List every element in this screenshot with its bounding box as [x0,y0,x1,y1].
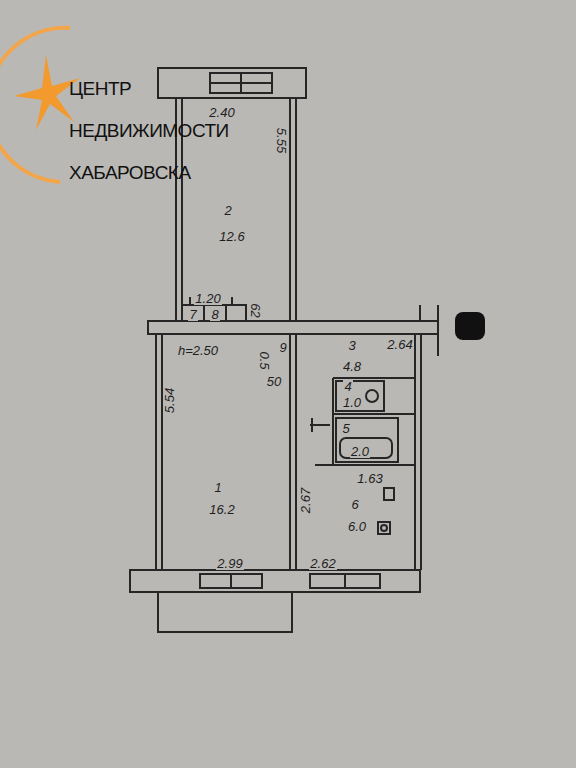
dimension-label: 62 [249,302,262,318]
dimension-label: 2.62 [309,557,336,570]
dimension-label: 9 [278,341,287,354]
dimension-label: 2.64 [386,338,413,351]
dimension-label: 8 [210,308,219,321]
dimension-label: 2.0 [350,445,370,458]
dimension-label: 7 [188,308,197,321]
dimension-label: 1.63 [356,472,383,485]
logo-text: ХАБАРОВСКА [68,163,192,182]
walls [130,68,438,632]
dimension-label: 16.2 [208,503,235,516]
dimension-label: 50 [266,375,282,388]
dimension-label: 5 [341,422,350,435]
dimension-label: 12.6 [218,230,245,243]
dimension-label: 5.54 [164,386,177,413]
redaction-blob [455,312,485,340]
dimension-label: 1 [213,481,222,494]
logo-text: ЦЕНТР [68,79,132,98]
dimension-label: 6.0 [347,520,367,533]
dimension-label: 2.40 [208,106,235,119]
dimension-label: 2 [223,204,232,217]
dimension-label: 0.5 [257,350,270,370]
dimension-label: 2.99 [216,557,243,570]
dimension-label: 5.55 [276,126,289,153]
dimension-label: 1.20 [194,292,221,305]
dimension-label: 2.67 [300,486,313,513]
dimension-label: 4.8 [342,360,362,373]
dimension-label: h=2.50 [177,344,219,357]
dimension-label: 1.0 [342,396,362,409]
dimension-label: 4 [343,380,352,393]
dimension-label: 6 [350,498,359,511]
logo-text: НЕДВИЖИМОСТИ [68,121,230,140]
dimension-label: 3 [347,339,356,352]
